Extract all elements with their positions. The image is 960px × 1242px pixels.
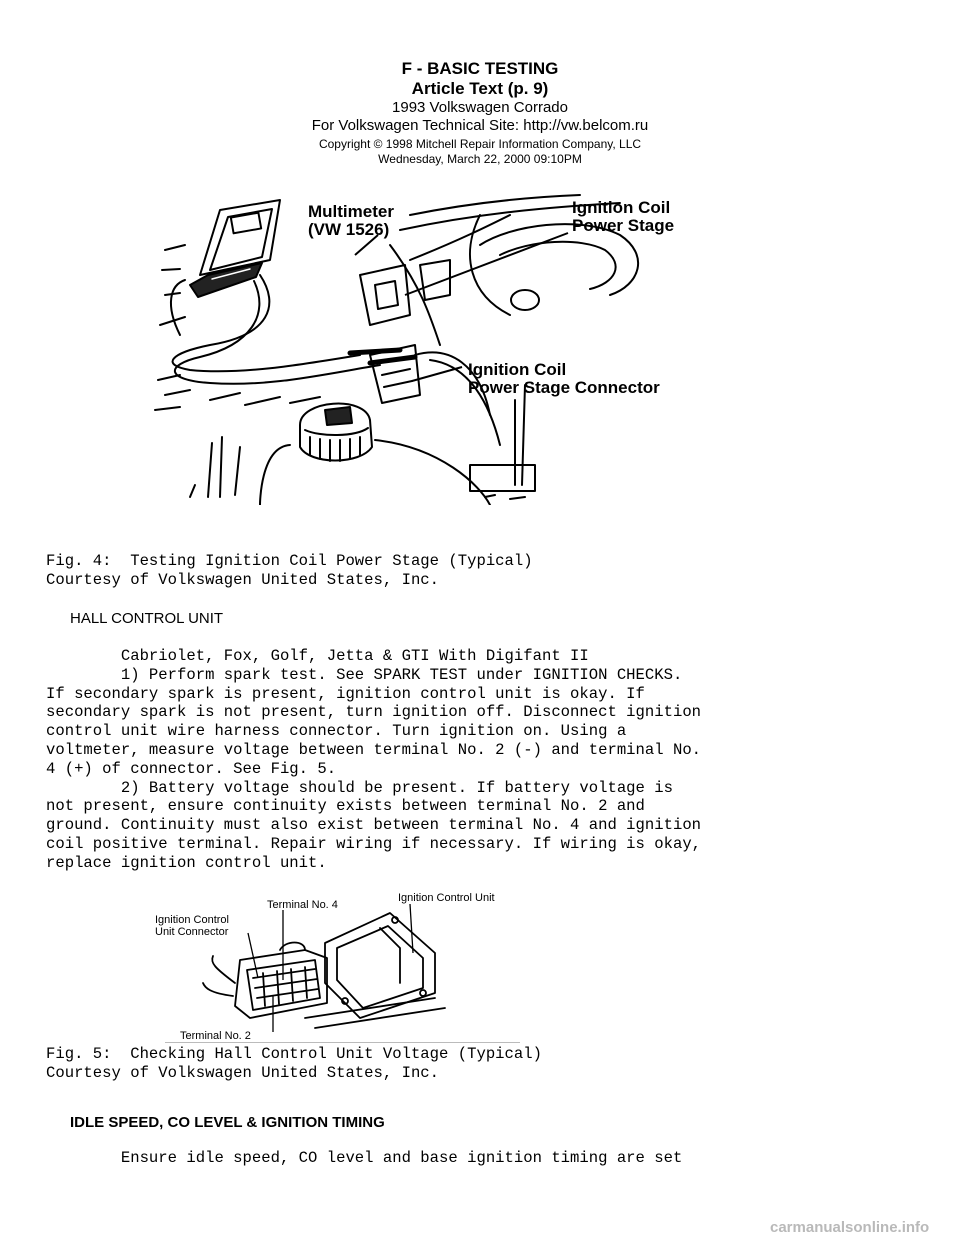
hall-heading: HALL CONTROL UNIT bbox=[70, 610, 224, 627]
fig4-label-conn-2: Power Stage Connector bbox=[468, 378, 660, 397]
date-line: Wednesday, March 22, 2000 09:10PM bbox=[378, 152, 582, 166]
site-line: For Volkswagen Technical Site: http://vw… bbox=[311, 117, 649, 134]
fig5-label-icu-conn-2: Unit Connector bbox=[155, 926, 229, 938]
idle-heading: IDLE SPEED, CO LEVEL & IGNITION TIMING bbox=[70, 1114, 385, 1131]
fig5-illustration: Ignition Control Unit Connector Terminal… bbox=[155, 892, 520, 1043]
idle-body: Ensure idle speed, CO level and base ign… bbox=[46, 1149, 683, 1167]
fig4-caption: Fig. 4: Testing Ignition Coil Power Stag… bbox=[46, 552, 533, 589]
fig5-label-term4: Terminal No. 4 bbox=[267, 899, 338, 911]
watermark: carmanualsonline.info bbox=[770, 1219, 930, 1236]
fig5-caption: Fig. 5: Checking Hall Control Unit Volta… bbox=[46, 1045, 542, 1082]
hall-body: Cabriolet, Fox, Golf, Jetta & GTI With D… bbox=[46, 647, 702, 872]
fig4-label-coil-2: Power Stage bbox=[572, 216, 674, 235]
fig5-label-icu-conn-1: Ignition Control bbox=[155, 914, 229, 926]
page-title: F - BASIC TESTING bbox=[401, 59, 559, 78]
fig4-label-conn-1: Ignition Coil bbox=[468, 360, 566, 379]
fig4-label-coil-1: Ignition Coil bbox=[572, 198, 670, 217]
fig5-label-icu: Ignition Control Unit bbox=[398, 892, 495, 904]
copyright-line: Copyright © 1998 Mitchell Repair Informa… bbox=[318, 137, 642, 151]
fig4-illustration: Multimeter (VW 1526) Ignition Coil Power… bbox=[154, 194, 674, 505]
fig4-label-multimeter-2: (VW 1526) bbox=[308, 220, 389, 239]
fig5-label-term2: Terminal No. 2 bbox=[180, 1030, 251, 1042]
fig4-label-multimeter-1: Multimeter bbox=[308, 202, 394, 221]
page-subtitle: Article Text (p. 9) bbox=[411, 79, 549, 98]
vehicle-line: 1993 Volkswagen Corrado bbox=[392, 99, 568, 116]
